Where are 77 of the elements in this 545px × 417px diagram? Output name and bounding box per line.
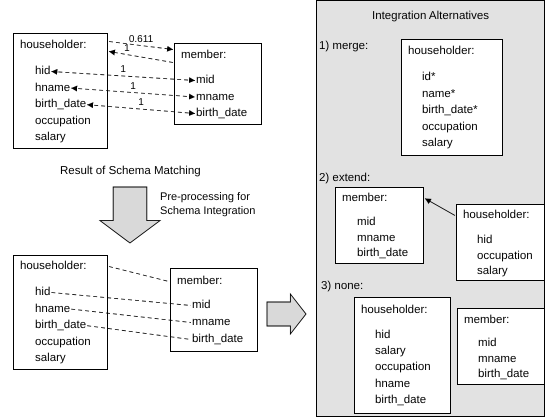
edge-label: 0.611: [128, 34, 154, 44]
schema-name: householder:: [20, 39, 86, 52]
arrow: [108, 50, 174, 63]
attribute-name: mid: [357, 216, 376, 229]
panel-title: Integration Alternatives: [371, 10, 490, 23]
edge-label: Pre-processing for Schema Integration: [160, 190, 256, 218]
connector-line: [70, 308, 192, 323]
attribute-name: salary: [35, 352, 66, 366]
attribute-name: birth_date: [192, 333, 244, 346]
arrow: [50, 68, 196, 84]
attribute-name: birth_date: [196, 107, 248, 120]
attribute-name: birth_date*: [422, 104, 478, 118]
arrow: [70, 86, 196, 100]
arrow: [108, 41, 174, 52]
arrow: [86, 102, 196, 116]
attribute-name: birth_date: [478, 368, 530, 381]
schema-name: householder:: [361, 304, 428, 317]
alternatives-panel: [316, 0, 545, 417]
schema-box: [170, 268, 258, 352]
edge-label: 1: [137, 98, 145, 108]
schema-name: member:: [181, 49, 226, 62]
attribute-name: mname: [192, 316, 230, 329]
option-label: 3) none:: [321, 280, 364, 293]
attribute-name: hid: [35, 286, 50, 299]
attribute-name: mid: [192, 299, 211, 312]
schema-box: [354, 297, 451, 414]
block-arrow: [98, 186, 162, 244]
connector-line: [86, 325, 192, 340]
caption: Result of Schema Matching: [60, 165, 201, 178]
attribute-name: id*: [422, 71, 436, 84]
schema-box: [13, 33, 108, 149]
schema-name: member:: [342, 192, 388, 205]
option-label: 1) merge:: [319, 40, 368, 53]
schema-box: [174, 43, 262, 125]
attribute-name: birth_date: [35, 319, 86, 332]
schema-box: [456, 204, 545, 281]
block-arrow: [266, 292, 307, 336]
attribute-name: occupation: [422, 120, 478, 134]
attribute-name: salary: [35, 131, 66, 144]
attribute-name: salary: [375, 345, 406, 358]
attribute-name: salary: [422, 137, 453, 150]
attribute-name: hid: [35, 65, 50, 78]
edge-label: 1: [129, 82, 137, 92]
attribute-name: hid: [477, 234, 492, 247]
attribute-name: birth_date: [357, 247, 408, 260]
connector-line: [50, 292, 192, 306]
schema-name: member:: [177, 275, 222, 288]
option-label: 2) extend:: [319, 172, 370, 185]
attribute-name: salary: [477, 265, 508, 278]
schema-box: [457, 308, 545, 385]
schema-box: [401, 39, 503, 156]
attribute-name: hid: [375, 329, 390, 342]
attribute-name: name*: [422, 88, 456, 101]
schema-name: householder:: [463, 209, 530, 222]
connector-line: [108, 266, 170, 282]
attribute-name: occupation: [35, 114, 91, 128]
attribute-name: mid: [478, 337, 497, 350]
attribute-name: occupation: [35, 336, 91, 349]
attribute-name: birth_date: [35, 98, 86, 112]
attribute-name: mname: [357, 232, 396, 244]
attribute-name: hname: [375, 378, 410, 391]
schema-name: member:: [464, 314, 510, 327]
attribute-name: mname: [478, 352, 516, 366]
attribute-name: occupation: [375, 361, 431, 374]
schema-box: [13, 255, 108, 370]
schema-name: householder:: [408, 45, 474, 58]
edge-label: 1: [119, 65, 127, 75]
schema-box: [335, 187, 424, 264]
attribute-name: hname: [35, 302, 70, 316]
attribute-name: hname: [35, 82, 70, 95]
attribute-name: birth_date: [375, 394, 426, 407]
arrow: [424, 198, 456, 216]
attribute-name: occupation: [477, 250, 533, 262]
attribute-name: mname: [196, 90, 234, 104]
attribute-name: mid: [196, 74, 215, 87]
schema-name: householder:: [20, 260, 86, 273]
edge-label: 1: [123, 44, 131, 54]
